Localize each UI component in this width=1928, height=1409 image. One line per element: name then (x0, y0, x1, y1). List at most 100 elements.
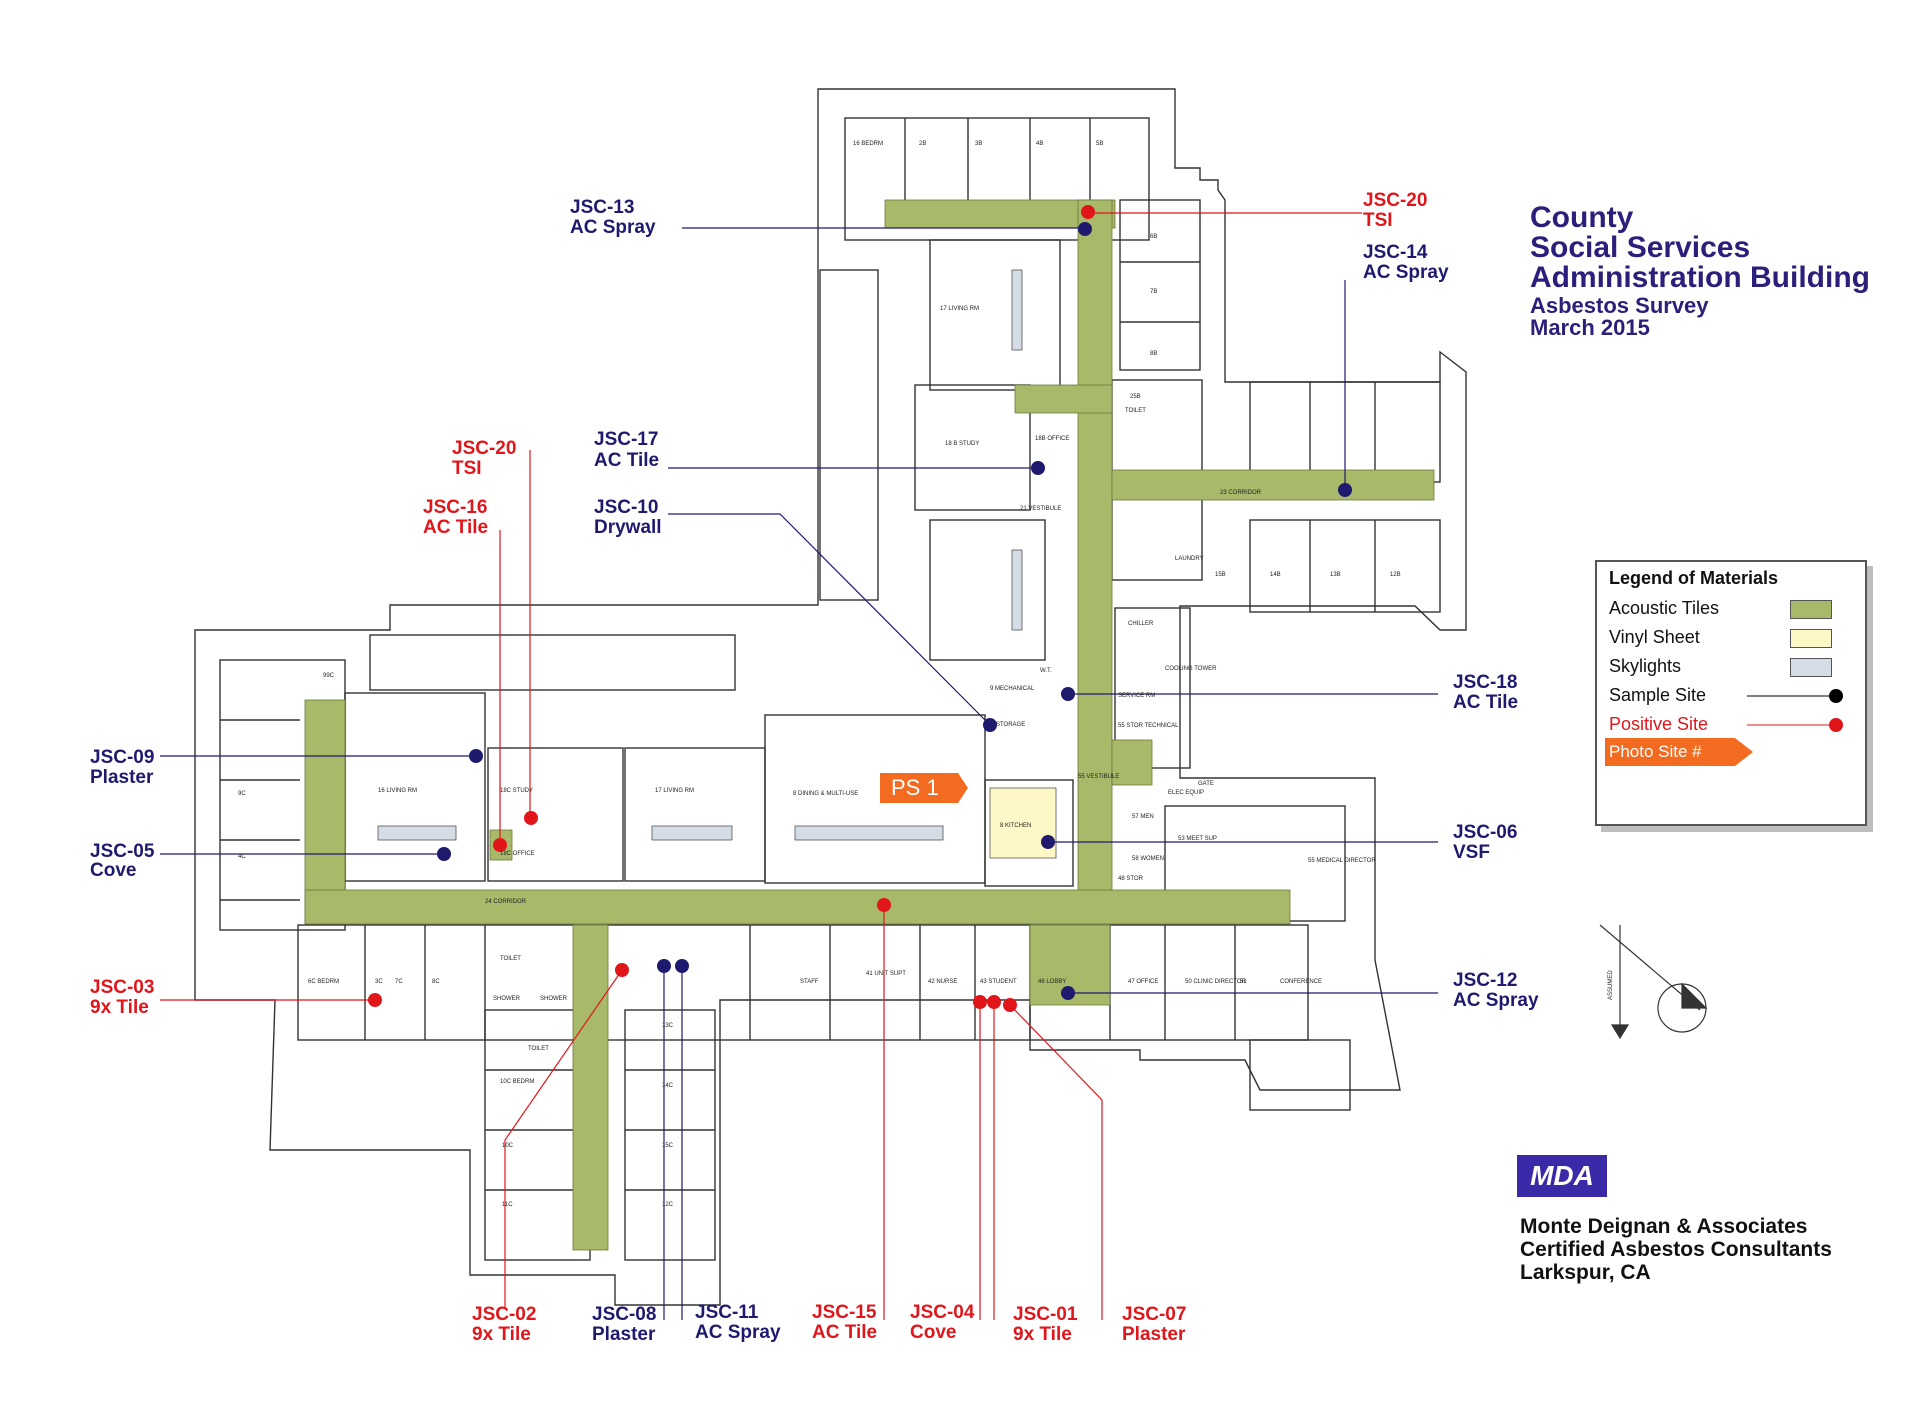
svg-text:13B: 13B (1330, 572, 1341, 578)
label-jsc11-id: JSC-11 (695, 1302, 759, 1323)
svg-text:SHOWER: SHOWER (540, 996, 568, 1002)
svg-text:4B: 4B (1036, 141, 1043, 147)
positive-dot (524, 811, 538, 825)
svg-text:GATE: GATE (1198, 781, 1214, 787)
svg-text:47 OFFICE: 47 OFFICE (1128, 979, 1158, 985)
svg-text:18B OFFICE: 18B OFFICE (1035, 436, 1069, 442)
acoustic-tile-areas (304, 199, 1435, 1251)
label-jsc15-material: AC Tile (812, 1322, 877, 1343)
svg-text:11C: 11C (502, 1202, 513, 1208)
label-jsc15-id: JSC-15 (812, 1302, 877, 1323)
svg-text:53 MEET SUP: 53 MEET SUP (1178, 836, 1217, 842)
label-jsc16-id: JSC-16 (423, 497, 487, 518)
svg-text:8 DINING & MULTI-USE: 8 DINING & MULTI-USE (793, 791, 858, 797)
title-line-1: County (1530, 201, 1634, 234)
svg-text:3B: 3B (975, 141, 982, 147)
svg-text:14B: 14B (1270, 572, 1281, 578)
svg-text:COOLING TOWER: COOLING TOWER (1165, 666, 1217, 672)
svg-text:10C BEDRM: 10C BEDRM (500, 1079, 534, 1085)
label-jsc07-id: JSC-07 (1122, 1304, 1186, 1325)
svg-text:14C: 14C (662, 1083, 674, 1089)
svg-text:51: 51 (1240, 979, 1247, 985)
legend-swatch-skylights (1790, 658, 1832, 677)
svg-text:18C STUDY: 18C STUDY (500, 788, 533, 794)
photo-site-arrow (880, 773, 968, 803)
label-jsc05-material: Cove (90, 860, 136, 881)
sample-dot (1061, 986, 1075, 1000)
legend-label-acoustic: Acoustic Tiles (1609, 598, 1720, 618)
sample-dot (1061, 687, 1075, 701)
sample-dot (1041, 835, 1055, 849)
photo-site-marker: PS 1 (880, 773, 968, 803)
label-jsc18-material: AC Tile (1453, 692, 1518, 713)
svg-text:6B: 6B (1150, 234, 1157, 240)
company-tagline: Certified Asbestos Consultants (1520, 1238, 1832, 1261)
label-jsc10-material: Drywall (594, 517, 662, 538)
svg-text:TOILET: TOILET (528, 1046, 549, 1052)
label-jsc20b-id: JSC-20 (452, 438, 516, 459)
svg-text:TOILET: TOILET (1125, 408, 1146, 414)
svg-text:48 STOR: 48 STOR (1118, 876, 1144, 882)
positive-dot (1081, 205, 1095, 219)
svg-text:23 CORRIDOR: 23 CORRIDOR (1220, 490, 1262, 496)
building-outline (194, 88, 1467, 1306)
legend-photo-arrow (1605, 738, 1753, 766)
legend-heading: Legend of Materials (1609, 568, 1779, 588)
svg-text:21 VESTIBULE: 21 VESTIBULE (1020, 506, 1061, 512)
svg-text:9 MECHANICAL: 9 MECHANICAL (990, 686, 1035, 692)
svg-text:CONFERENCE: CONFERENCE (1280, 979, 1322, 985)
sample-dot (1031, 461, 1045, 475)
title-line-4: Asbestos Survey (1530, 293, 1709, 318)
sample-dot (657, 959, 671, 973)
svg-text:8 KITCHEN: 8 KITCHEN (1000, 823, 1031, 829)
svg-text:17 LIVING RM: 17 LIVING RM (655, 788, 694, 794)
label-jsc03-id: JSC-03 (90, 977, 154, 998)
sample-dot (437, 847, 451, 861)
label-jsc14-material: AC Spray (1363, 262, 1449, 283)
positive-dot (973, 995, 987, 1009)
svg-text:18 B STUDY: 18 B STUDY (945, 441, 979, 447)
svg-text:ELEC EQUIP: ELEC EQUIP (1168, 790, 1204, 796)
label-jsc20b-material: TSI (452, 458, 482, 479)
svg-text:15C: 15C (662, 1143, 674, 1149)
svg-text:SHOWER: SHOWER (493, 996, 521, 1002)
label-jsc01-material: 9x Tile (1013, 1324, 1072, 1345)
legend: Legend of Materials Acoustic Tiles Vinyl… (1595, 560, 1867, 826)
legend-label-vinyl: Vinyl Sheet (1609, 627, 1700, 647)
svg-text:18C OFFICE: 18C OFFICE (500, 851, 535, 857)
svg-text:W.T.: W.T. (1040, 668, 1052, 674)
svg-text:8C: 8C (432, 979, 440, 985)
photo-site-label: PS 1 (891, 775, 939, 800)
svg-text:SERVICE RM: SERVICE RM (1118, 693, 1155, 699)
svg-text:17 LIVING RM: 17 LIVING RM (940, 306, 979, 312)
svg-text:15B: 15B (1215, 572, 1226, 578)
svg-text:ASSUMED: ASSUMED (1608, 970, 1614, 1000)
label-jsc10-id: JSC-10 (594, 497, 658, 518)
label-jsc04-material: Cove (910, 1322, 956, 1343)
label-jsc02-material: 9x Tile (472, 1324, 531, 1345)
svg-text:9C: 9C (238, 791, 246, 797)
skylight-bars (377, 269, 1023, 841)
company-name: Monte Deignan & Associates (1520, 1215, 1808, 1238)
room-labels: 16 BEDRM 2B 3B 4B 5B 6B 7B 8B 17 LIVING … (238, 141, 1614, 1208)
svg-text:55 VESTIBULE: 55 VESTIBULE (1078, 774, 1119, 780)
legend-swatch-vinyl (1790, 629, 1832, 648)
svg-text:42 NURSE: 42 NURSE (928, 979, 957, 985)
label-jsc12-material: AC Spray (1453, 990, 1539, 1011)
label-jsc09-material: Plaster (90, 767, 154, 788)
svg-text:STAFF: STAFF (800, 979, 819, 985)
label-jsc20a-material: TSI (1363, 210, 1393, 231)
title-block: County Social Services Administration Bu… (1530, 203, 1870, 339)
svg-text:99C: 99C (323, 673, 335, 679)
legend-label-skylights: Skylights (1609, 656, 1682, 676)
sample-dot (1338, 483, 1352, 497)
svg-text:10C: 10C (502, 1143, 514, 1149)
legend-label-photo: Photo Site # (1609, 742, 1702, 761)
label-jsc06-id: JSC-06 (1453, 822, 1517, 843)
svg-text:6C BEDRM: 6C BEDRM (308, 979, 339, 985)
label-jsc12-id: JSC-12 (1453, 970, 1517, 991)
svg-text:13C: 13C (662, 1023, 674, 1029)
positive-dot (987, 995, 1001, 1009)
title-line-2: Social Services (1530, 231, 1751, 264)
